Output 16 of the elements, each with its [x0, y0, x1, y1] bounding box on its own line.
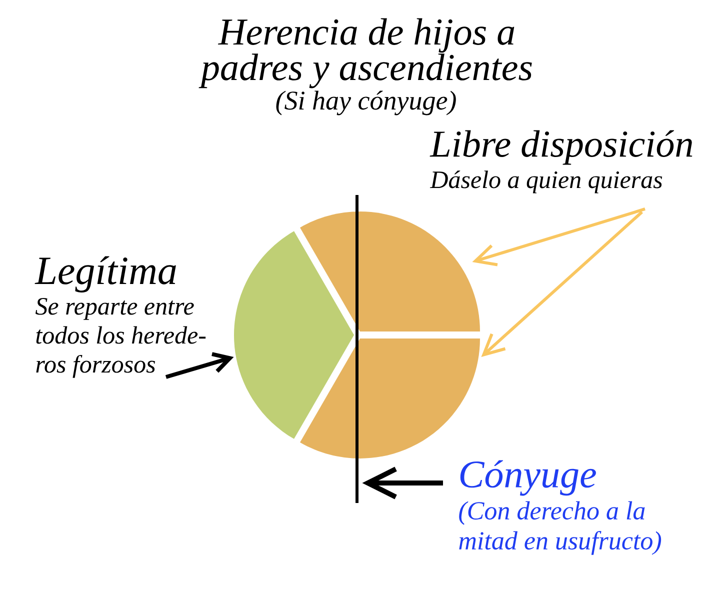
arrow [362, 466, 443, 500]
description: Dáselo a quien quieras [430, 170, 662, 194]
pie-slice [300, 338, 480, 458]
title: Herencia de hijos a padres y ascendientes [198, 18, 532, 88]
heading: Legítima [34, 256, 176, 292]
pie-slice [300, 212, 480, 332]
heading: Libre disposición [430, 130, 692, 165]
description: Se reparte entre todos los herede- ros forzosos [36, 298, 206, 378]
vertical-line [356, 195, 358, 503]
arrow [481, 210, 644, 357]
arrow [472, 208, 646, 266]
arrow [165, 352, 234, 379]
description: (Con derecho a la mitad en usufructo) [459, 501, 662, 555]
heading: Cónyuge [460, 460, 596, 496]
subtitle: (Si hay cónyuge) [276, 90, 456, 116]
pie-slice [234, 231, 354, 439]
